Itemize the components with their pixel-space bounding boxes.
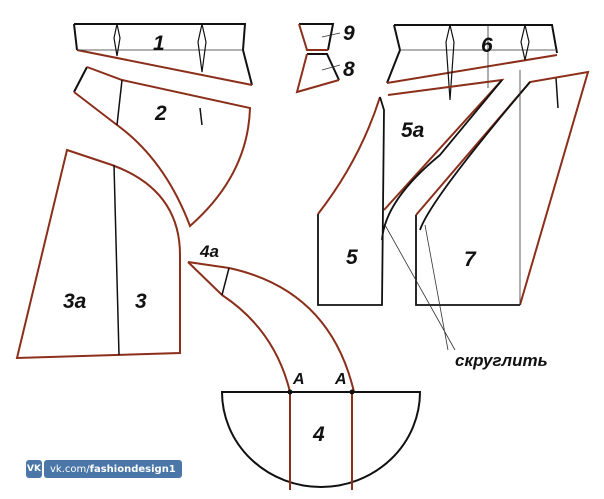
label-6: 6 bbox=[481, 34, 493, 57]
label-5a: 5а bbox=[401, 119, 425, 142]
annotation-round-off: скруглить bbox=[455, 351, 548, 370]
vk-url-prefix: vk.com/ bbox=[50, 463, 90, 475]
piece-7 bbox=[415, 70, 590, 306]
label-4: 4 bbox=[312, 423, 325, 446]
label-3: 3 bbox=[135, 290, 147, 313]
vk-url: vk.com/fashiondesign1 bbox=[44, 460, 182, 478]
label-9: 9 bbox=[343, 22, 355, 45]
label-point-a-right: А bbox=[334, 371, 347, 388]
label-5: 5 bbox=[346, 246, 358, 269]
piece-2 bbox=[73, 66, 252, 228]
label-7: 7 bbox=[464, 248, 477, 271]
piece-6 bbox=[386, 24, 559, 109]
piece-9 bbox=[298, 23, 341, 51]
piece-1-waistband bbox=[73, 23, 253, 86]
piece-4a bbox=[187, 261, 355, 393]
vk-url-name: fashiondesign1 bbox=[89, 463, 176, 475]
piece-5 bbox=[317, 78, 505, 306]
label-1: 1 bbox=[153, 32, 165, 55]
annotation-leader-lines bbox=[384, 224, 456, 351]
label-point-a-left: А bbox=[292, 371, 305, 388]
vk-logo-icon: VK bbox=[26, 460, 42, 478]
point-a-left bbox=[287, 389, 293, 395]
piece-4 bbox=[220, 389, 422, 490]
piece-8 bbox=[295, 53, 341, 94]
vk-watermark[interactable]: VK vk.com/fashiondesign1 bbox=[26, 460, 182, 478]
label-2: 2 bbox=[154, 102, 167, 125]
label-4a: 4а bbox=[199, 242, 219, 261]
label-8: 8 bbox=[343, 58, 355, 81]
piece-3 bbox=[15, 148, 181, 360]
point-a-right bbox=[349, 389, 355, 395]
label-3a: 3а bbox=[63, 290, 87, 313]
